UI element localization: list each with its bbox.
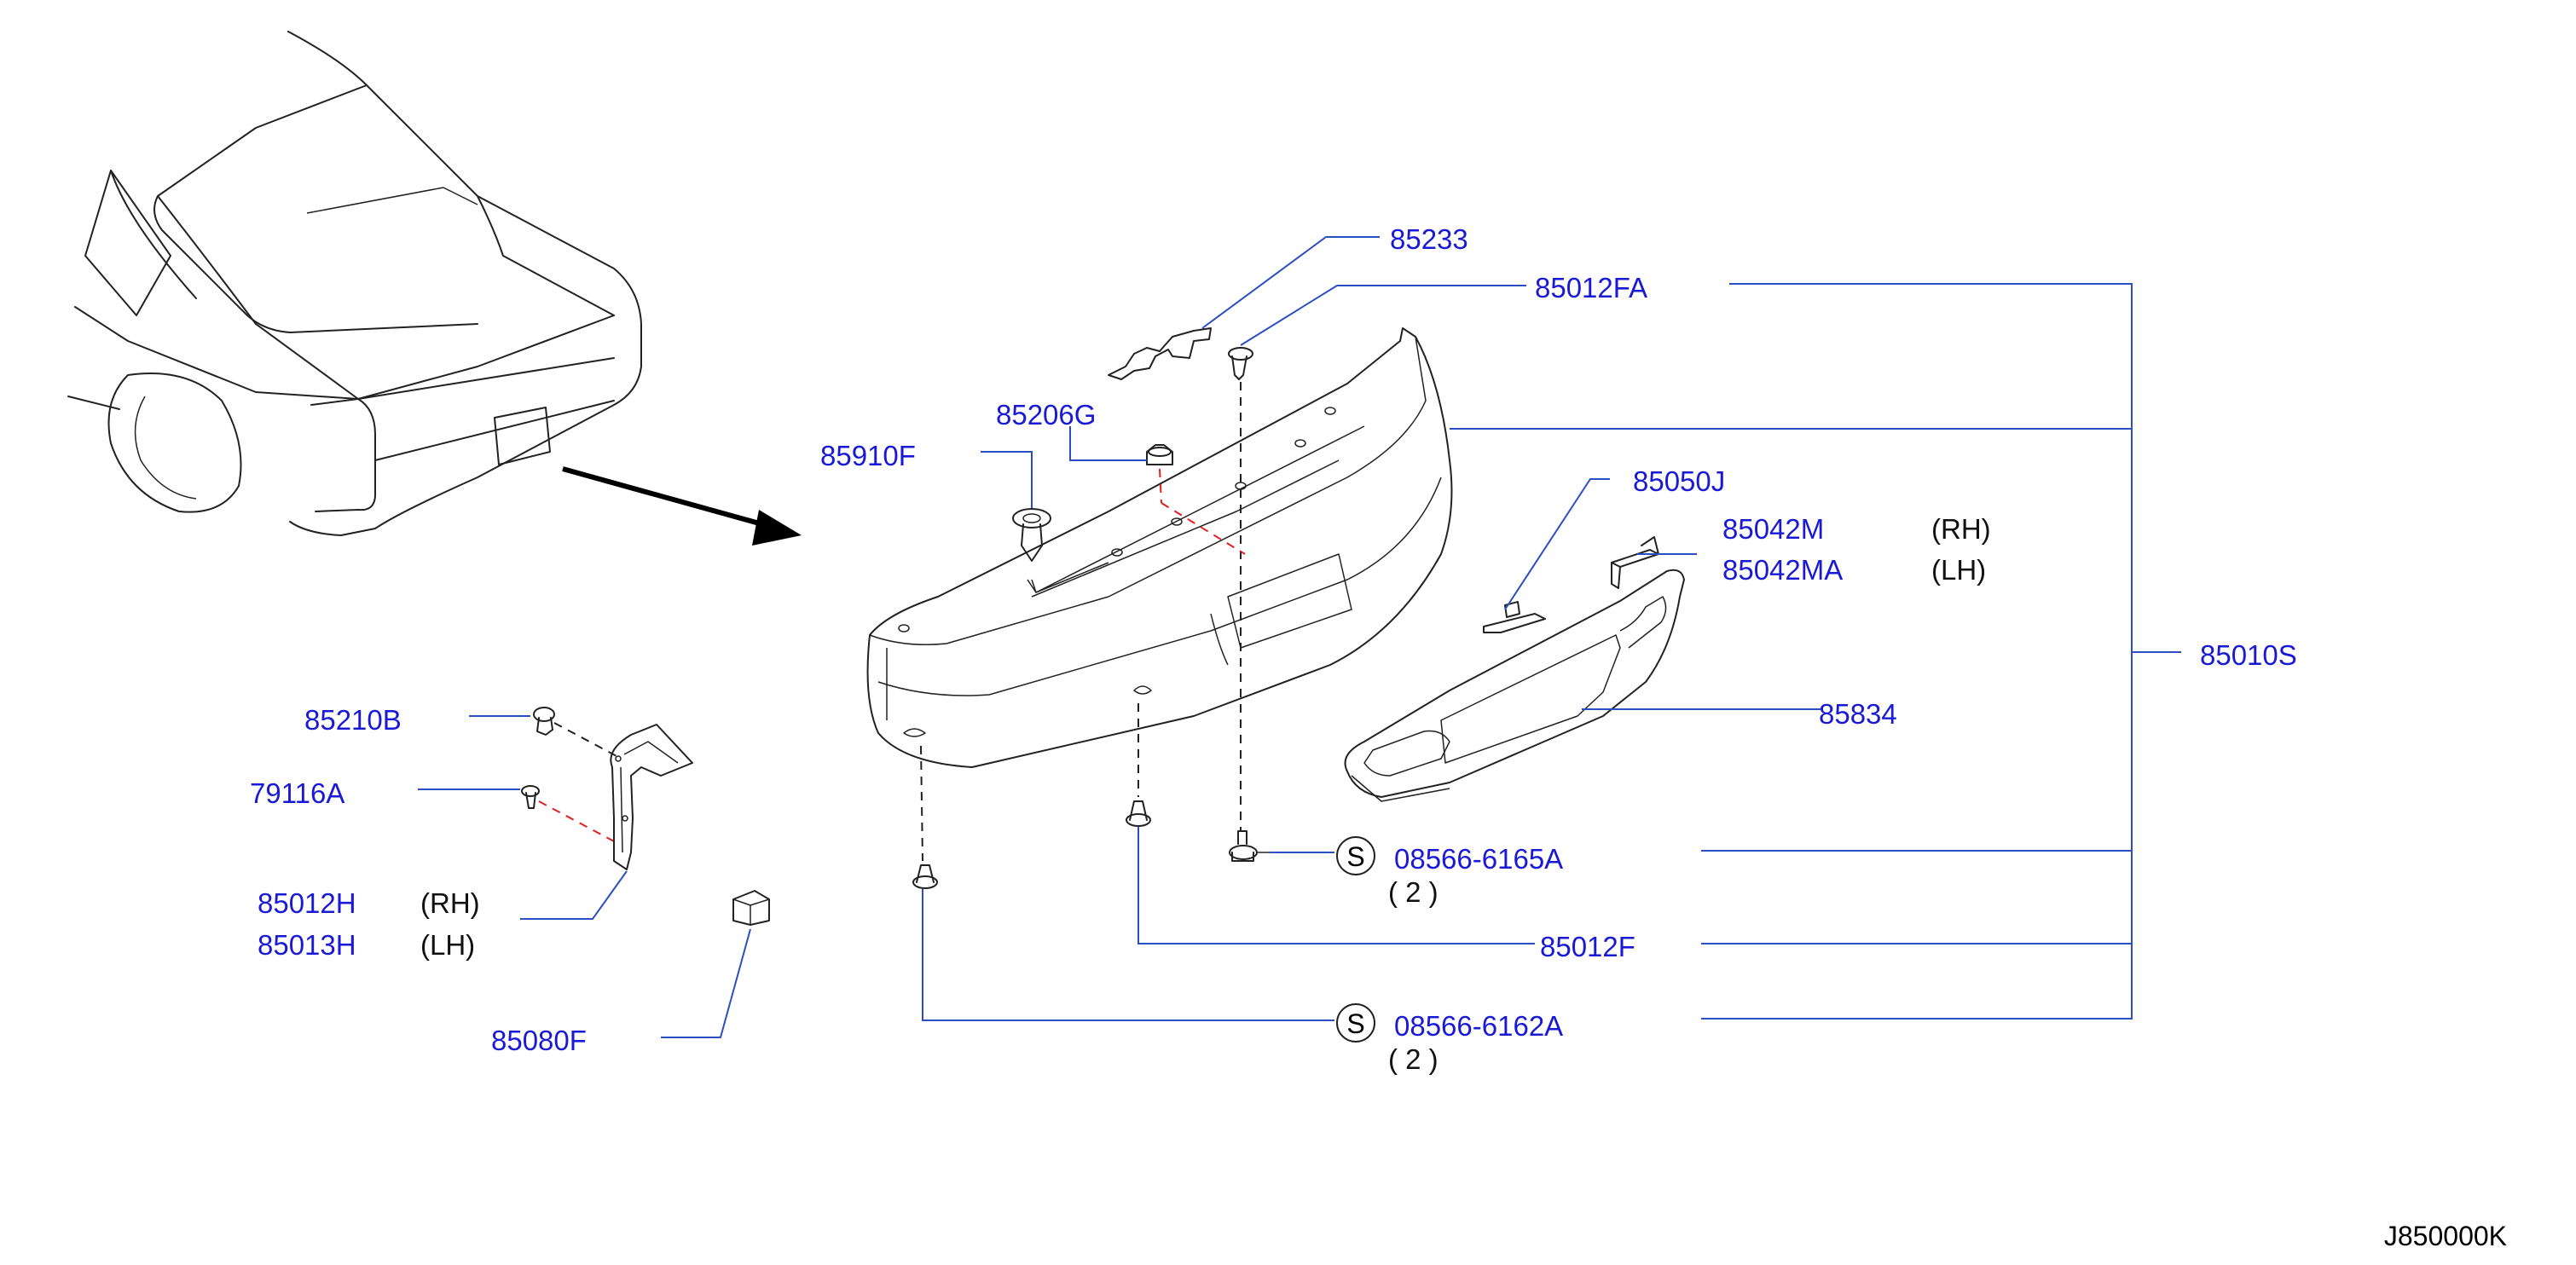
grommet-85910F: [1012, 508, 1051, 562]
label-85206G[interactable]: 85206G: [996, 399, 1096, 430]
label-85012FA[interactable]: 85012FA: [1535, 272, 1647, 303]
car-rear-illustration: [67, 31, 642, 536]
label-85012H[interactable]: 85012H: [258, 887, 356, 919]
clip-08566-6162A: [912, 864, 938, 889]
label-85080F[interactable]: 85080F: [491, 1025, 587, 1056]
qty-08566-6162A: ( 2 ): [1388, 1043, 1439, 1075]
label-08566-6162A[interactable]: 08566-6162A: [1394, 1010, 1563, 1042]
label-79116A[interactable]: 79116A: [250, 777, 344, 809]
clip-85080F: [732, 890, 770, 926]
bolt-08566-6165A: [1229, 830, 1271, 862]
absorber-85834: [1344, 569, 1685, 802]
diagram-code: J850000K: [2384, 1221, 2507, 1251]
qty-08566-6165A: ( 2 ): [1388, 876, 1439, 908]
label-85010S[interactable]: 85010S: [2200, 639, 2297, 671]
label-85042MA-side: (LH): [1931, 554, 1986, 586]
label-85834[interactable]: 85834: [1819, 698, 1897, 730]
side-bracket-85012H: [610, 724, 693, 870]
label-85050J[interactable]: 85050J: [1633, 465, 1725, 497]
s-symbol-1: S: [1346, 841, 1364, 872]
s-symbol-2: S: [1346, 1008, 1364, 1039]
clip-85012F: [1126, 800, 1151, 827]
label-85042M[interactable]: 85042M: [1722, 513, 1824, 545]
label-08566-6165A[interactable]: 08566-6165A: [1394, 843, 1563, 875]
bracket-85050J: [1483, 601, 1546, 633]
label-85013H-side: (LH): [420, 929, 475, 961]
label-85013H[interactable]: 85013H: [258, 929, 356, 961]
label-85012F[interactable]: 85012F: [1540, 931, 1635, 962]
label-85210B[interactable]: 85210B: [304, 704, 402, 736]
clip-85210B: [533, 707, 555, 736]
view-arrow: [562, 466, 802, 546]
s-circle-1: [1336, 836, 1375, 875]
label-85233[interactable]: 85233: [1390, 223, 1468, 255]
s-circle-2: [1336, 1003, 1375, 1043]
bumper-fascia: [866, 327, 1453, 768]
nut-85206G: [1146, 444, 1173, 465]
clip-85012FA: [1228, 347, 1253, 380]
bracket-85233: [1108, 327, 1212, 380]
label-85042M-side: (RH): [1931, 513, 1991, 545]
label-85910F[interactable]: 85910F: [820, 440, 916, 471]
leader-lines: [418, 236, 2181, 1038]
screw-79116A: [521, 785, 540, 809]
label-85042MA[interactable]: 85042MA: [1722, 554, 1843, 586]
label-85012H-side: (RH): [420, 887, 480, 919]
